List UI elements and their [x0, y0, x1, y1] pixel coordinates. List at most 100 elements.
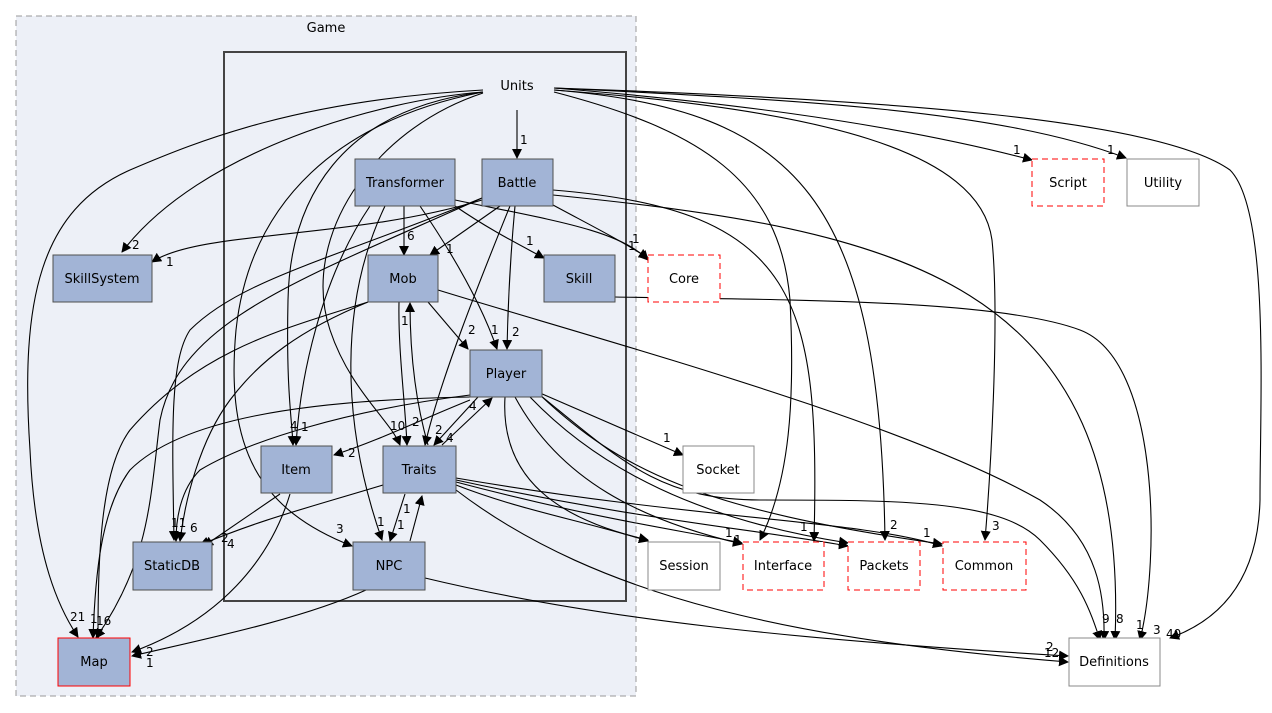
cluster-game-label: Game — [307, 21, 346, 36]
edge-label: 1 — [146, 656, 154, 670]
edge-player-definitions — [539, 394, 1102, 641]
edge-labels: 1 1 1 1 2 1 6 1 1 1 1 2 2 1 2 10 2 2 4 4… — [70, 133, 1181, 670]
node-definitions-label: Definitions — [1079, 655, 1149, 670]
edge-label: 1 — [526, 234, 534, 248]
edge-battle-mob — [429, 205, 501, 256]
node-interface-label: Interface — [754, 559, 812, 574]
edge-label: 1 — [725, 526, 733, 540]
node-skillsystem-label: SkillSystem — [64, 272, 139, 287]
edge-label: 9 — [1102, 612, 1110, 626]
units-label[interactable]: Units — [500, 79, 533, 94]
edge-units-skillsystem — [121, 91, 484, 253]
node-session-label: Session — [659, 559, 709, 574]
node-player-label: Player — [486, 367, 527, 382]
node-common[interactable]: Common — [942, 541, 1027, 591]
edge-player-interface — [514, 396, 743, 547]
node-item[interactable]: Item — [260, 445, 333, 494]
edge-label: 1 — [1013, 143, 1021, 157]
edge-label: 1 — [520, 133, 528, 147]
edge-transformer-skill — [454, 205, 545, 259]
edge-mob-definitions — [437, 289, 1110, 641]
node-battle[interactable]: Battle — [481, 158, 554, 207]
edge-label: 1 — [403, 502, 411, 516]
edge-label: 3 — [336, 522, 344, 536]
edge-player-packets — [529, 396, 849, 547]
node-npc[interactable]: NPC — [352, 541, 426, 591]
edge-traits-npc — [387, 493, 406, 542]
edge-npc-definitions — [424, 577, 1069, 661]
edge-label: 2 — [412, 415, 420, 429]
edge-label: 2 — [468, 323, 476, 337]
edge-units-utility — [553, 87, 1127, 160]
node-transformer[interactable]: Transformer — [354, 158, 456, 207]
node-item-label: Item — [281, 463, 311, 478]
edge-label: 1 — [166, 255, 174, 269]
node-socket[interactable]: Socket — [682, 445, 755, 494]
edge-battle-interface — [552, 189, 820, 542]
node-npc-label: NPC — [376, 559, 403, 574]
node-map[interactable]: Map — [57, 637, 131, 687]
edge-label: 6 — [190, 521, 198, 535]
edge-label: 8 — [1116, 612, 1124, 626]
node-socket-label: Socket — [696, 463, 740, 478]
edge-item-map — [131, 493, 291, 654]
edge-label: 2 — [132, 238, 140, 252]
edge-label: 11 — [171, 516, 186, 530]
node-player[interactable]: Player — [469, 349, 543, 398]
edge-label: 1 — [734, 533, 742, 547]
edge-battle-traits — [422, 205, 511, 446]
edge-units-item — [287, 91, 484, 446]
edge-units-map — [27, 89, 484, 638]
edge-label: 1 — [301, 420, 309, 434]
edge-player-staticdb — [171, 394, 471, 542]
node-skillsystem[interactable]: SkillSystem — [52, 254, 153, 303]
edge-transformer-item — [291, 205, 371, 446]
node-transformer-label: Transformer — [365, 176, 445, 191]
node-packets[interactable]: Packets — [847, 541, 921, 591]
edge-label: 2 — [221, 531, 229, 545]
edge-units-script — [553, 87, 1033, 163]
node-skill[interactable]: Skill — [543, 254, 616, 303]
edge-label: 1 — [377, 515, 385, 529]
edge-label: 2 — [890, 518, 898, 532]
node-core[interactable]: Core — [647, 254, 721, 303]
edge-player-item — [333, 399, 471, 457]
edge-units-definitions — [553, 87, 1262, 640]
edge-label: 1 — [401, 314, 409, 328]
edge-traits-mob — [405, 302, 429, 446]
node-interface[interactable]: Interface — [742, 541, 825, 591]
edge-skill-definitions — [614, 296, 1152, 641]
node-packets-label: Packets — [859, 559, 909, 574]
edge-battle-skillsystem — [151, 199, 483, 263]
node-staticdb[interactable]: StaticDB — [132, 541, 213, 591]
edge-npc-traits — [409, 495, 425, 542]
node-skill-label: Skill — [566, 272, 593, 287]
node-script[interactable]: Script — [1031, 158, 1105, 207]
edge-transformer-npc — [350, 205, 386, 541]
edge-battle-staticdb — [168, 197, 483, 541]
node-map-label: Map — [80, 655, 107, 670]
node-traits[interactable]: Traits — [382, 445, 457, 494]
edge-label: 1 — [1136, 618, 1144, 632]
node-definitions[interactable]: Definitions — [1068, 637, 1161, 687]
node-common-label: Common — [955, 559, 1014, 574]
edge-label: 1 — [491, 323, 499, 337]
edge-label: 6 — [407, 229, 415, 243]
node-mob[interactable]: Mob — [367, 254, 439, 303]
edge-npc-map — [131, 589, 367, 659]
node-session[interactable]: Session — [647, 541, 721, 591]
node-utility[interactable]: Utility — [1126, 158, 1200, 207]
edge-label: 2 — [146, 645, 154, 659]
edge-label: 1 — [628, 239, 636, 253]
edge-units-npc — [233, 91, 484, 548]
edge-label: 4 — [290, 419, 298, 433]
edge-traits-packets — [455, 479, 849, 550]
edge-label: 4 — [469, 399, 477, 413]
node-battle-label: Battle — [498, 176, 537, 191]
edge-label: 4 — [446, 431, 454, 445]
edge-label: 12 — [1044, 646, 1059, 660]
edge-battle-core — [552, 204, 649, 259]
edge-label: 1 — [800, 520, 808, 534]
edge-traits-session — [455, 484, 649, 544]
